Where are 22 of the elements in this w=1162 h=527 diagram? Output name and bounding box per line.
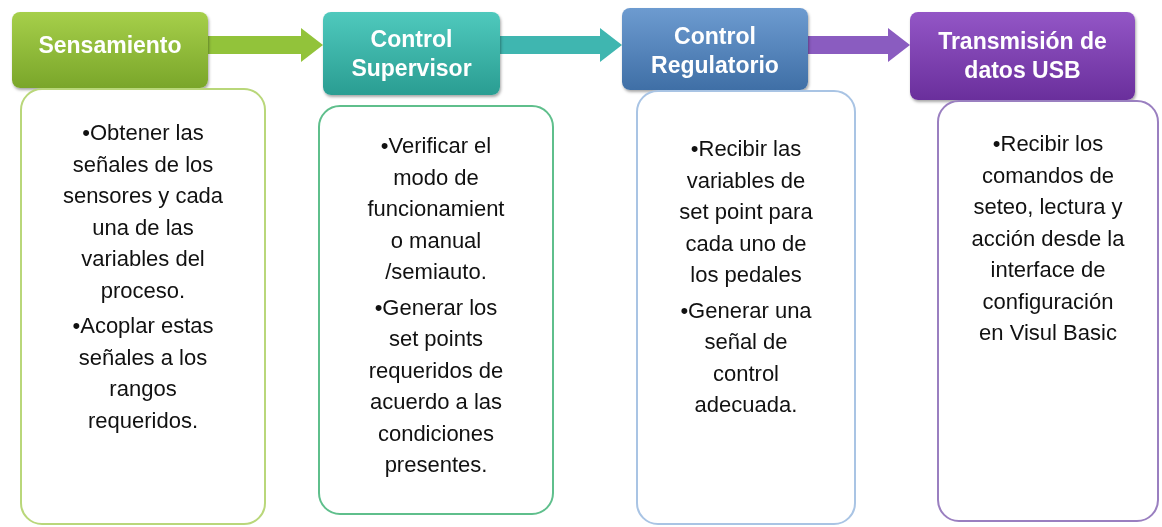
bullet-text: •Acoplar estas señales a los rangos requeridos. (71, 312, 215, 435)
bullet-text: •Obtener las señales de los sensores y cada una de las variables del proceso. (61, 119, 225, 305)
header-text: Transmisión de datos USB (937, 27, 1108, 85)
block-arrow (808, 28, 910, 62)
stage-header (323, 12, 500, 95)
stage-header (910, 12, 1135, 100)
stage-header (12, 12, 208, 88)
header-text: Control Supervisor (350, 25, 473, 83)
bullet-text: •Verificar el modo de funcionamiento manual /semiauto. (366, 132, 506, 286)
block-arrow (208, 28, 323, 62)
header-text: Control Regulatorio (650, 22, 780, 80)
stage-header (622, 8, 808, 90)
bullet-text: •Recibir las variables de set point para cada uno de los pedales (678, 135, 814, 289)
content-card (636, 90, 856, 525)
content-card (20, 88, 266, 525)
bullet-text: •Generar una señal de control adecuada. (679, 296, 813, 419)
content-card (318, 105, 554, 515)
bullet-text: •Recibir los comandos de seteo, lectura y acción desde la interface de configuración en Visul Basic (970, 130, 1126, 347)
header-text: Sensamiento (38, 31, 182, 60)
content-card (937, 100, 1159, 522)
block-arrow (500, 28, 622, 62)
bullet-text: •Generar los set points requeridos de acuerdo a las condiciones presentes. (367, 293, 505, 479)
